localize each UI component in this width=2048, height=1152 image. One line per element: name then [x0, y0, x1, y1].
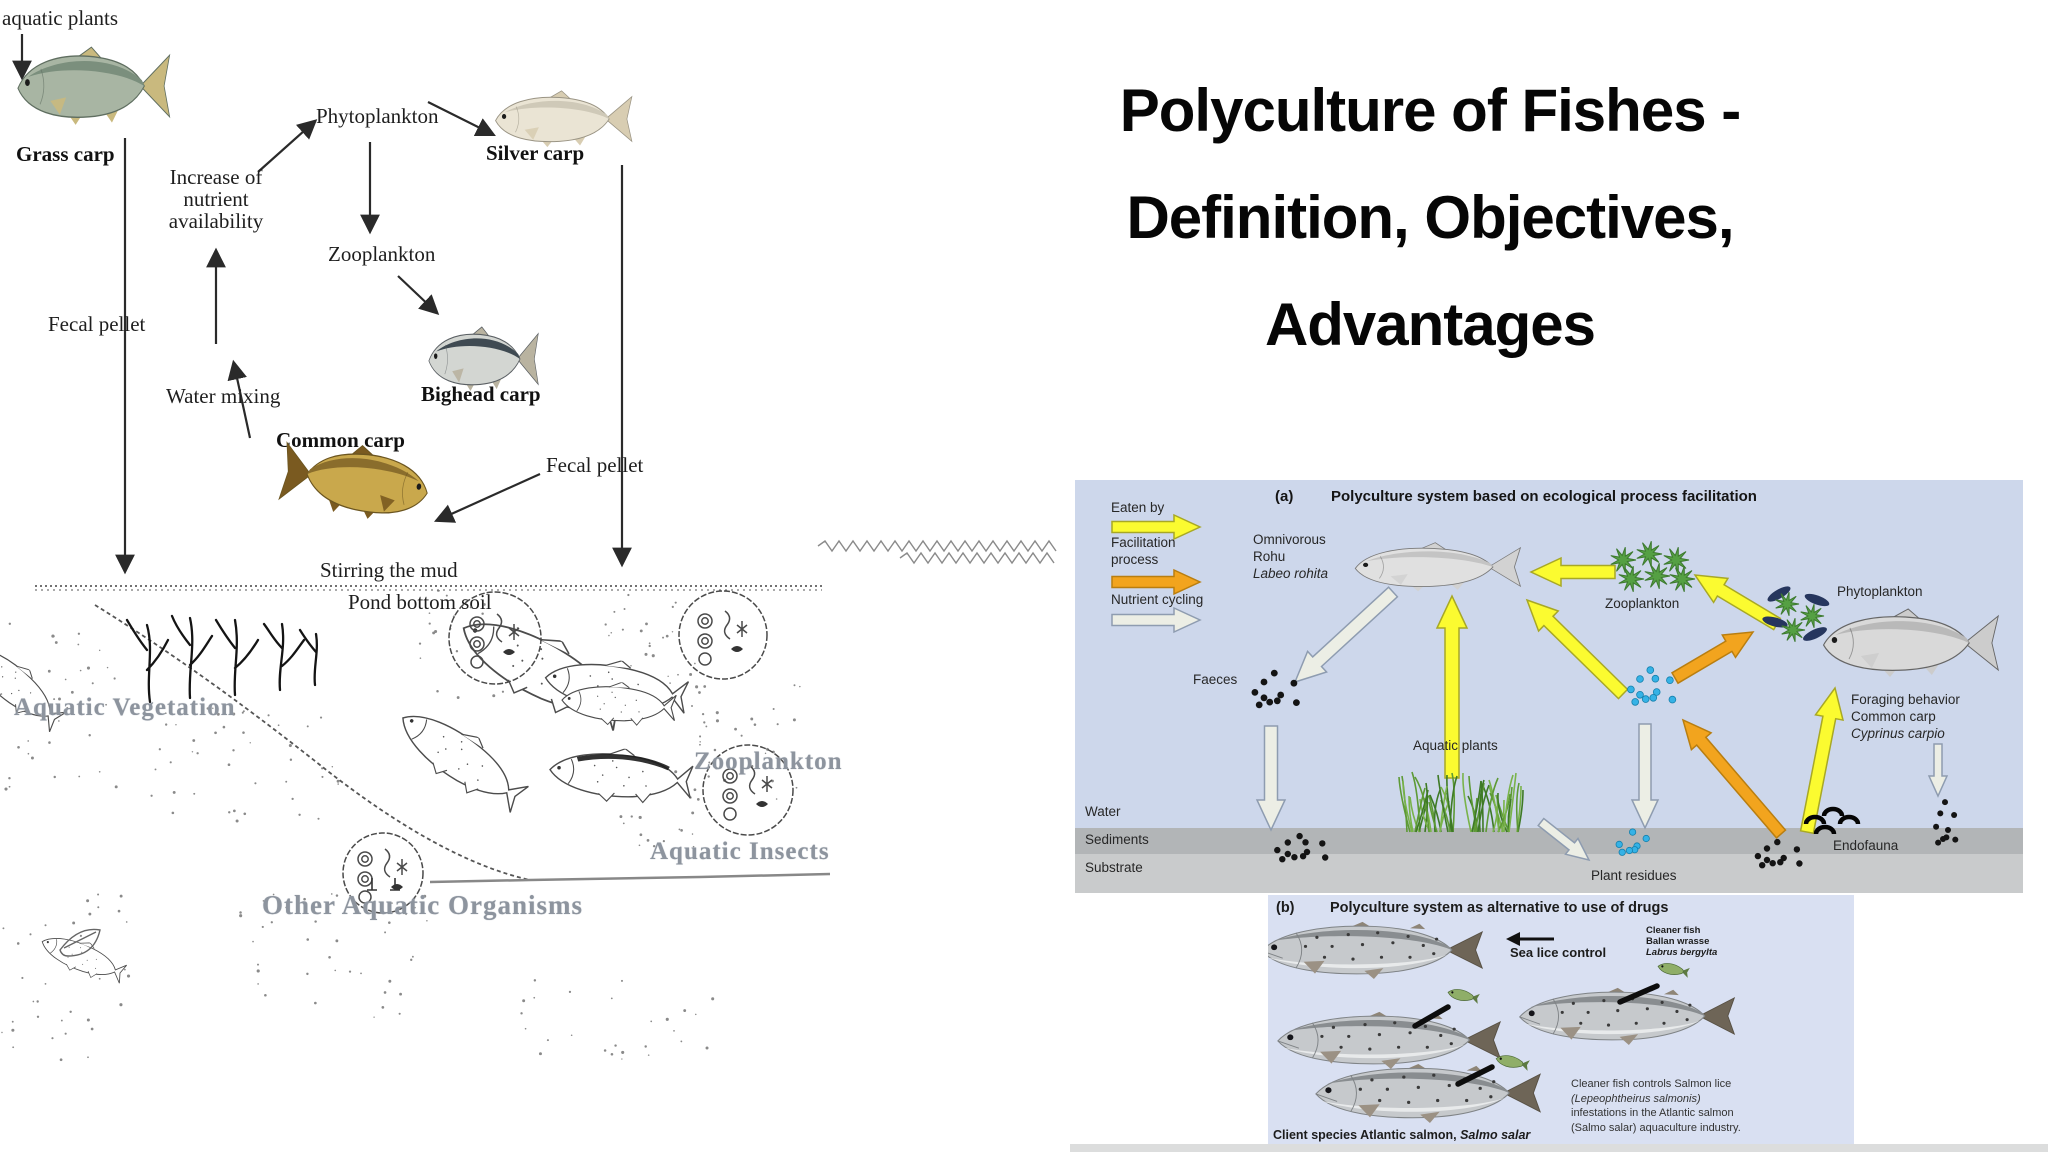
title-line-1: Polyculture of Fishes - [1119, 77, 1741, 144]
sediments-label: Sediments [1085, 832, 1149, 847]
block-arrow [1681, 718, 1787, 839]
fecal-pellet-right-label: Fecal pellet [546, 453, 644, 477]
organism-circle-2 [678, 590, 768, 680]
panel-a-title: Polyculture system based on ecological p… [1331, 488, 1757, 505]
block-arrow [1525, 598, 1629, 700]
endofauna-label: Endofauna [1833, 838, 1899, 853]
other-aquatic-organisms-label: Other Aquatic Organisms [262, 890, 584, 920]
labeo-rohita-label: Labeo rohita [1253, 566, 1329, 581]
panel-a-graphics [1111, 513, 1959, 869]
substrate-label: Substrate [1085, 860, 1143, 875]
zooplankton-cluster [1610, 541, 1696, 592]
common-carp-label: Common carp [276, 428, 405, 452]
sketch-fish-4 [387, 694, 536, 822]
pond-slope [94, 604, 531, 881]
food-web-arrow-lines [12, 34, 632, 575]
block-arrow [1537, 817, 1591, 862]
panel-a-ecological-facilitation: (a) Polyculture system based on ecologic… [1075, 480, 2023, 893]
zooplankton-label: Zooplankton [328, 242, 436, 266]
block-arrow [1111, 513, 1202, 541]
panel-b-alternative-to-drugs: (b) Polyculture system as alternative to… [1268, 895, 1854, 1147]
pond-sketch [0, 590, 831, 1062]
pond-line-drawing: Aquatic Vegetation Zooplankton Aquatic I… [0, 590, 850, 1150]
grass-carp-image [14, 46, 172, 126]
organism-circle-3 [702, 744, 794, 836]
panel-b-graphics [1412, 932, 1660, 1087]
silver-carp-label: Silver carp [486, 141, 585, 165]
block-arrow [1927, 743, 1949, 798]
foraging-behavior-label: Foraging behavior [1851, 692, 1960, 707]
organism-circle-4 [342, 832, 424, 914]
bottom-strip [1070, 1144, 2048, 1152]
phytoplankton-label: Phytoplankton [316, 104, 439, 128]
block-arrow [1529, 556, 1616, 588]
pond-bottom-soil-label: Pond bottom soil [348, 590, 492, 614]
panel-a-tag: (a) [1275, 488, 1294, 505]
legend-eaten-by: Eaten by [1111, 500, 1165, 515]
water-label: Water [1085, 804, 1121, 819]
cleaner-fish-label: Cleaner fish Ballan wrasse Labrus bergyl… [1646, 925, 1718, 958]
block-arrow [1693, 574, 1782, 631]
foraging-common-carp-label: Common carp [1851, 709, 1936, 724]
aquatic-plants-label: aquatic plants [2, 6, 119, 30]
water-mixing-label: Water mixing [166, 384, 281, 408]
phytoplankton-cluster [1762, 586, 1830, 642]
sea-lice-arrowhead [1506, 932, 1520, 946]
client-species-label: Client species Atlantic salmon, Salmo sa… [1273, 1128, 1531, 1142]
rohu-label: Rohu [1253, 549, 1286, 564]
cyprinus-carpio-label: Cyprinus carpio [1851, 726, 1945, 741]
sketch-fish-7 [35, 925, 130, 990]
stirring-the-mud-label: Stirring the mud [320, 558, 458, 582]
block-arrow [1435, 594, 1469, 779]
circle-detail [367, 878, 400, 891]
plant-residues-label: Plant residues [1591, 868, 1677, 883]
panel-a-arrows [1111, 513, 1949, 862]
block-arrow [1255, 725, 1287, 832]
panel-b-title: Polyculture system as alternative to use… [1330, 900, 1669, 916]
food-web-diagram: aquatic plants Grass carp Phytoplankton … [0, 0, 1100, 614]
fecal-pellet-left-label: Fecal pellet [48, 312, 146, 336]
block-arrow [1111, 568, 1202, 596]
silver-carp-image [492, 90, 634, 148]
increase-nutrient-label: Increase of nutrient availability [168, 165, 264, 233]
bighead-carp-image [426, 326, 540, 392]
title-line-2: Definition, Objectives, [1126, 184, 1734, 251]
cleaner-fish-description: Cleaner fish controls Salmon lice (Lepeo… [1571, 1078, 1741, 1134]
legend-nutrient-cycling: Nutrient cycling [1111, 592, 1204, 607]
food-web-arrows [12, 34, 1057, 591]
substrate-band [1075, 854, 2023, 893]
organism-circle-1 [448, 591, 542, 685]
speckles [0, 590, 801, 1062]
panel-b-tag: (b) [1276, 900, 1295, 916]
sea-lice-control-label: Sea lice control [1510, 945, 1607, 960]
vegetation-sketch [125, 614, 318, 704]
pa-phytoplankton-label: Phytoplankton [1837, 584, 1923, 599]
omnivorous-label: Omnivorous [1253, 532, 1326, 547]
block-arrow [1670, 631, 1755, 685]
sketch-fish-5 [546, 742, 695, 810]
pond-zooplankton-label: Zooplankton [694, 748, 843, 775]
aquatic-vegetation-label: Aquatic Vegetation [14, 694, 236, 721]
sketch-fish-6 [0, 631, 73, 739]
panel-a-dot-clusters [1251, 666, 1959, 869]
aquatic-plants-label-panel: Aquatic plants [1413, 738, 1498, 753]
leaf-sketch [59, 928, 101, 957]
pointer-ticks [1412, 983, 1660, 1087]
legend-facilitation: Facilitation process [1111, 535, 1176, 567]
block-arrow [1293, 586, 1399, 684]
endofauna-arcs [1803, 806, 1861, 835]
faeces-label: Faeces [1193, 672, 1238, 687]
title-line-3: Advantages [1264, 291, 1596, 358]
grass-carp-label: Grass carp [16, 142, 115, 166]
pa-zooplankton-label: Zooplankton [1605, 596, 1680, 611]
squiggle-pattern [817, 539, 1057, 565]
block-arrow [1111, 606, 1202, 634]
aquatic-plants-image [1398, 771, 1524, 833]
block-arrow [1630, 723, 1660, 830]
aquatic-insects-label: Aquatic Insects [650, 838, 830, 865]
bighead-carp-label: Bighead carp [421, 382, 541, 406]
block-arrow [1799, 686, 1845, 835]
